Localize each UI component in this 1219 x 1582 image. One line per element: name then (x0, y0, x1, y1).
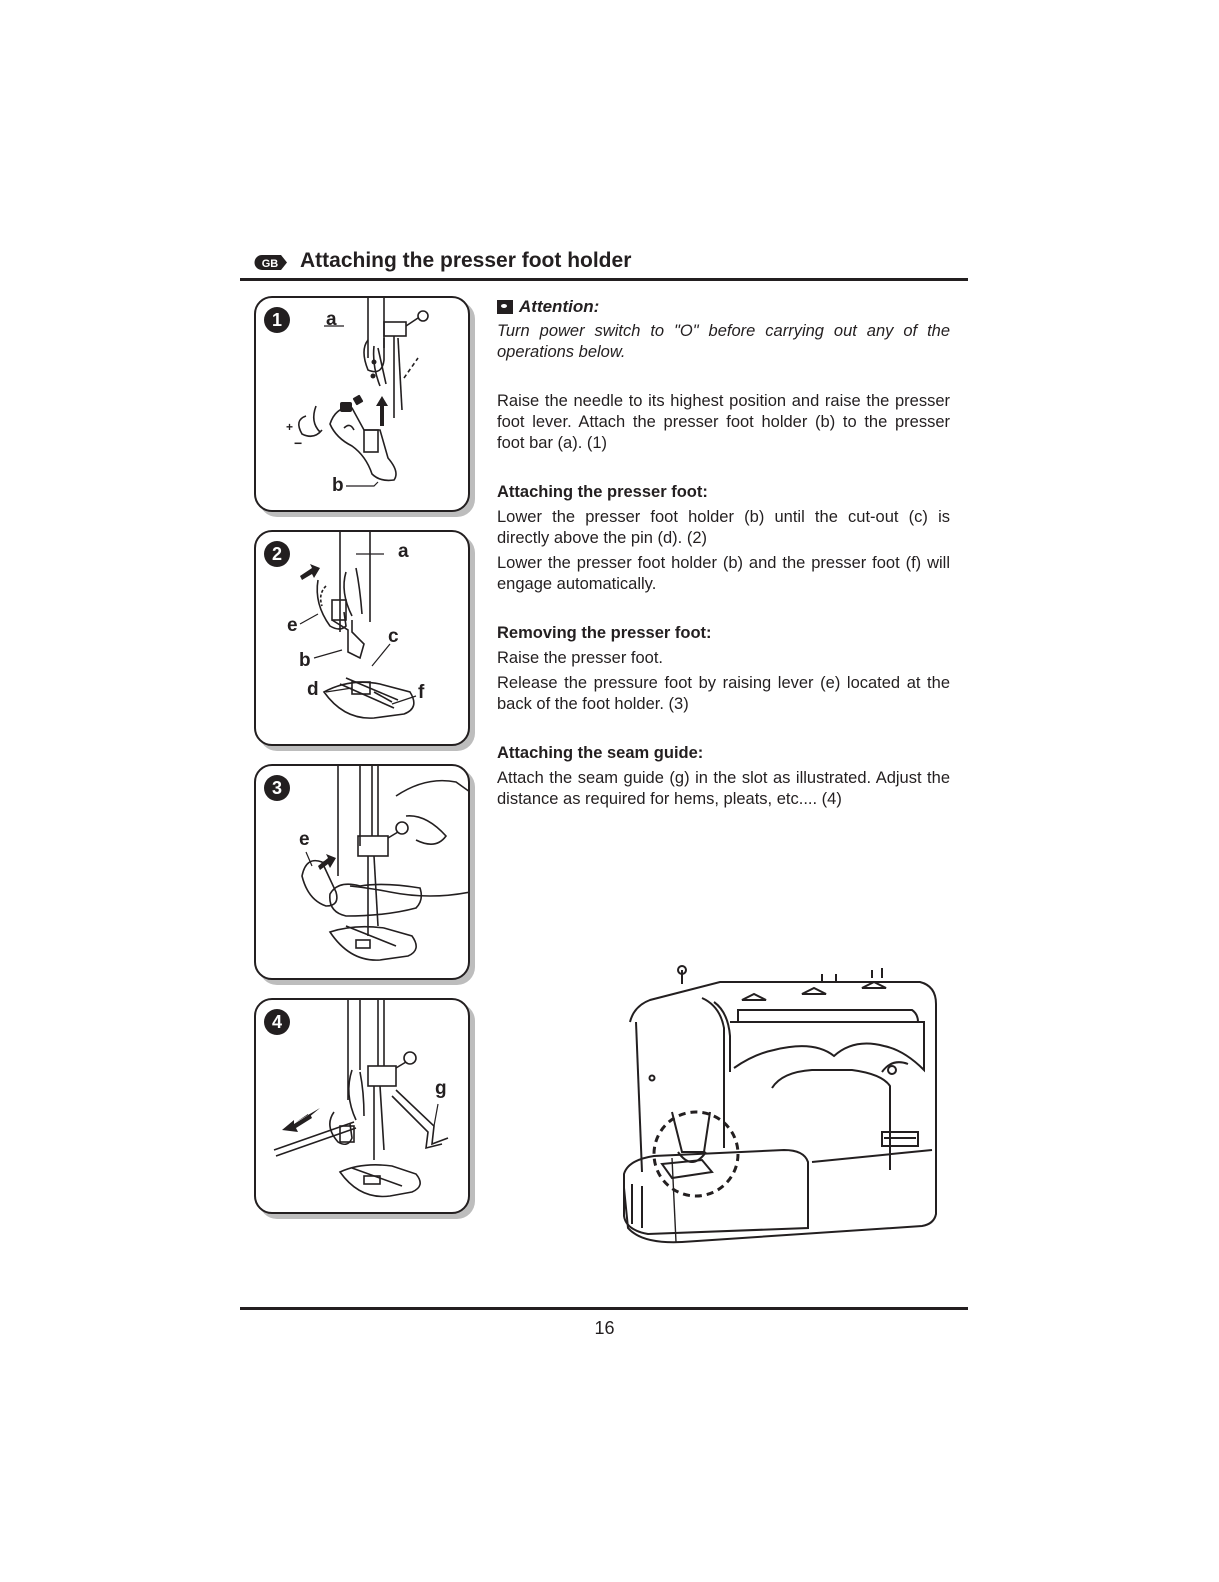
step-4-illustration (273, 1000, 449, 1198)
section-heading: Attaching the seam guide: (497, 744, 704, 762)
step-2-badge: 2 (264, 541, 290, 567)
step-1-badge: 1 (264, 307, 290, 333)
page-number: 16 (594, 1318, 615, 1338)
section-heading: Attaching the presser foot: (497, 483, 708, 501)
attention-title: Attention: (519, 297, 600, 316)
step-2-illustration (299, 532, 417, 719)
label-a: a (398, 541, 409, 562)
step-4-badge: 4 (264, 1009, 290, 1035)
label-b: b (332, 475, 344, 496)
footer-rule (240, 1307, 968, 1310)
label-e: e (299, 829, 310, 850)
gb-language-badge: GB (254, 255, 287, 270)
label-c: c (388, 626, 399, 647)
step-1-illustration: + − (286, 298, 429, 487)
section-paragraph: Attach the seam guide (g) in the slot as… (497, 769, 950, 808)
section-paragraph: Raise the presser foot. (497, 649, 663, 667)
instructions-column: Attention: Turn power switch to "O" befo… (497, 296, 950, 810)
step-1-panel: 1 + − a b (254, 296, 470, 512)
gb-badge-text: GB (262, 258, 279, 270)
step-2-panel: 2 a e c b d f (254, 530, 470, 746)
attention-heading: Attention: (497, 296, 950, 317)
attention-text: Turn power switch to "O" before carrying… (497, 322, 950, 361)
section-heading: Removing the presser foot: (497, 624, 712, 642)
label-g: g (435, 1078, 447, 1099)
step-3-panel: 3 e (254, 764, 470, 980)
label-e: e (287, 615, 298, 636)
label-a: a (326, 309, 337, 330)
section-paragraph: Lower the presser foot holder (b) and th… (497, 554, 950, 593)
sewing-machine-illustration (623, 965, 937, 1244)
section-header: GB Attaching the presser foot holder (240, 248, 968, 281)
minus-symbol: − (294, 435, 302, 451)
label-b: b (299, 650, 311, 671)
section-paragraph: Lower the presser foot holder (b) until … (497, 508, 950, 547)
highlight-circle (652, 1110, 740, 1198)
step-3-illustration (301, 766, 468, 961)
step-3-badge: 3 (264, 775, 290, 801)
section-paragraph: Release the pressure foot by raising lev… (497, 674, 950, 713)
page-title: Attaching the presser foot holder (300, 249, 632, 272)
label-f: f (418, 682, 425, 703)
intro-paragraph: Raise the needle to its highest position… (497, 392, 950, 452)
plus-symbol: + (286, 420, 293, 434)
attention-icon (497, 299, 513, 314)
step-4-panel: 4 g (254, 998, 470, 1214)
label-d: d (307, 679, 319, 700)
